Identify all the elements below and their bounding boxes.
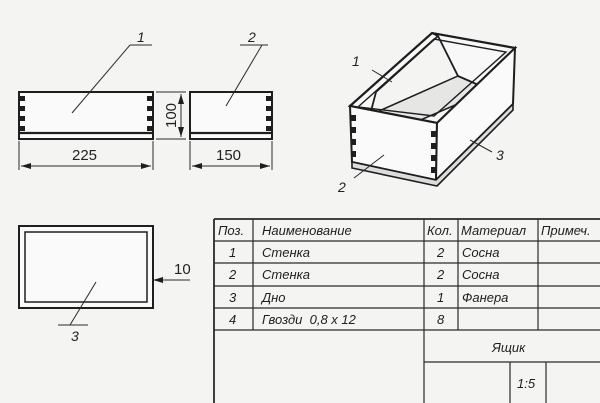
row1-qty: 2 (436, 245, 445, 260)
row2-qty: 2 (436, 267, 445, 282)
box-bottom-plate (351, 102, 514, 187)
row2-material: Сосна (462, 267, 500, 282)
header-name: Наименование (262, 223, 352, 238)
iso-callout-2: 2 (337, 179, 346, 195)
specification-table: Поз. Наименование Кол. Материал Примеч. … (213, 218, 600, 403)
bottom-view: 3 10 (18, 225, 191, 344)
row3-qty: 1 (437, 290, 444, 305)
row1-name: Стенка (262, 245, 310, 260)
side-view: 2 150 (189, 29, 273, 170)
bottom-plate-outer (18, 225, 154, 309)
drawing-scale: 1:5 (517, 376, 536, 391)
row4-qty: 8 (437, 312, 445, 327)
front-height-dimension: 100 (163, 103, 180, 128)
iso-callout-1: 1 (352, 53, 360, 69)
row3-pos: 3 (229, 290, 237, 305)
front-callout: 1 (137, 29, 145, 45)
header-note: Примеч. (541, 223, 591, 238)
iso-callout-3: 3 (496, 147, 504, 163)
row1-pos: 1 (229, 245, 236, 260)
bottom-plate-inner (24, 231, 148, 303)
row2-name: Стенка (262, 267, 310, 282)
header-qty: Кол. (427, 223, 453, 238)
side-width-dimension: 150 (216, 147, 241, 164)
side-callout: 2 (247, 29, 256, 45)
bottom-callout: 3 (71, 328, 79, 344)
row4-name: Гвозди 0,8 x 12 (262, 312, 357, 327)
front-view: 1 225 100 (18, 29, 186, 170)
row3-material: Фанера (462, 290, 508, 305)
row3-name: Дно (260, 290, 286, 305)
drawing-title: Ящик (491, 340, 526, 355)
header-material: Материал (461, 223, 527, 238)
header-pos: Поз. (218, 223, 244, 238)
front-width-dimension: 225 (72, 147, 97, 164)
row1-material: Сосна (462, 245, 500, 260)
row4-pos: 4 (229, 312, 236, 327)
isometric-view: 1 2 3 (337, 31, 518, 195)
front-panel (18, 91, 154, 140)
bottom-thickness-dimension: 10 (174, 261, 191, 278)
side-panel (189, 91, 273, 140)
row2-pos: 2 (228, 267, 237, 282)
